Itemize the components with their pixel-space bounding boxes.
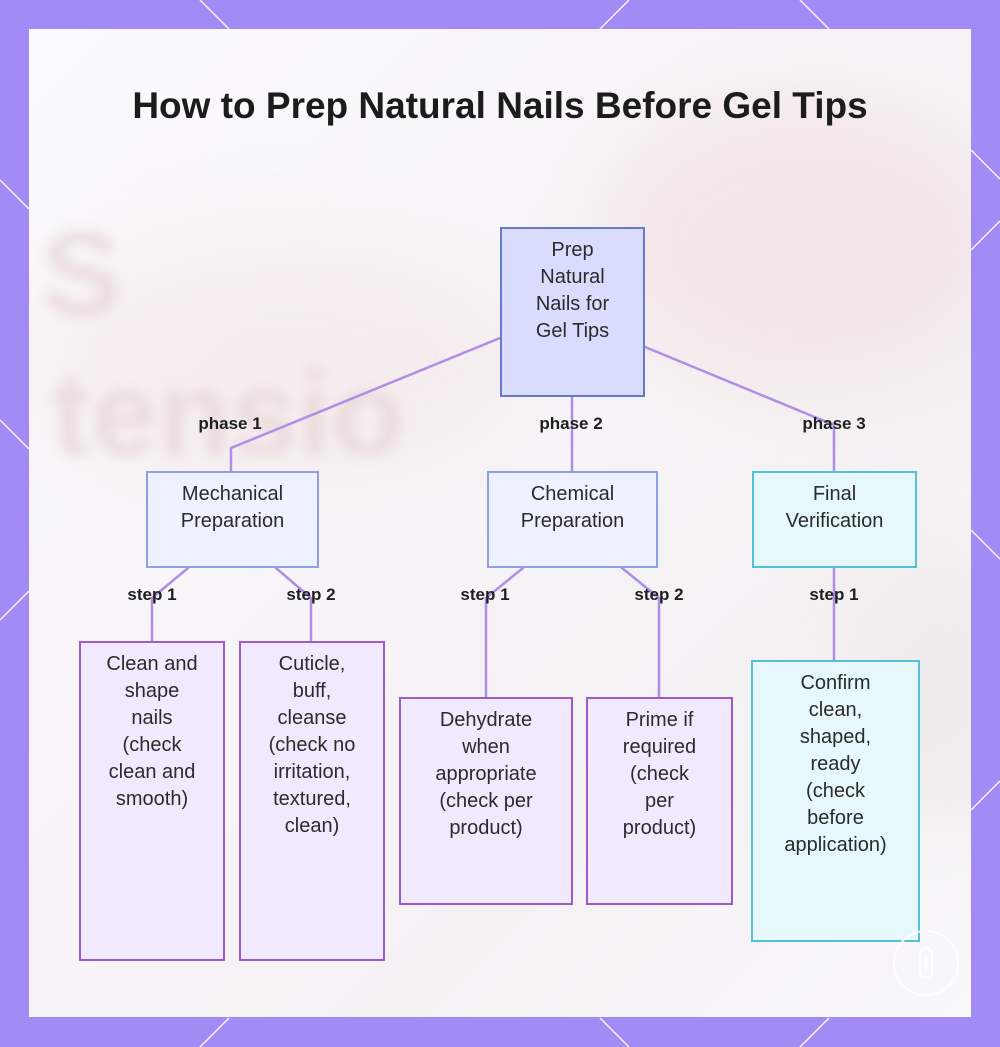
step-node-clean-shape: Clean and shape nails (check clean and s… [79, 641, 225, 961]
step-node-confirm: Confirm clean, shaped, ready (check befo… [751, 660, 920, 942]
step-node-prime: Prime if required (check per product) [586, 697, 733, 905]
phase-node-final: Final Verification [752, 471, 917, 568]
watermark-glyph-icon [919, 947, 933, 979]
edge-label-phase-3: phase 3 [802, 414, 866, 433]
root-node-label: Prep Natural Nails for Gel Tips [535, 239, 610, 342]
edge-label-phase-2: phase 2 [539, 414, 603, 433]
step-node-dehydrate: Dehydrate when appropriate (check per pr… [399, 697, 573, 905]
step-node-label: Dehydrate when appropriate (check per pr… [435, 709, 537, 839]
phase-node-label: Mechanical Preparation [180, 483, 285, 532]
background-text-line-1: S [41, 207, 122, 341]
edge-label-step-1: step 1 [460, 585, 510, 604]
step-node-label: Cuticle, buff, cleanse (check no irritat… [268, 653, 356, 837]
phase-node-chemical: Chemical Preparation [487, 471, 658, 568]
step-node-label: Confirm clean, shaped, ready (check befo… [784, 672, 887, 856]
background-text: S tensio [41, 204, 404, 484]
step-node-label: Clean and shape nails (check clean and s… [106, 653, 198, 810]
edge-label-phase-1: phase 1 [198, 414, 262, 433]
watermark-logo [893, 930, 959, 996]
step-node-label: Prime if required (check per product) [622, 709, 697, 839]
edge-label-step-1: step 1 [127, 585, 177, 604]
step-node-cuticle-buff: Cuticle, buff, cleanse (check no irritat… [239, 641, 385, 961]
edge-label-step-2: step 2 [634, 585, 684, 604]
root-node: Prep Natural Nails for Gel Tips [500, 227, 645, 397]
diagram-title: How to Prep Natural Nails Before Gel Tip… [132, 85, 868, 126]
edge-label-step-2: step 2 [286, 585, 336, 604]
phase-node-label: Final Verification [785, 483, 884, 532]
phase-node-label: Chemical Preparation [520, 483, 625, 532]
phase-node-mechanical: Mechanical Preparation [146, 471, 319, 568]
edge-label-step-1: step 1 [809, 585, 859, 604]
